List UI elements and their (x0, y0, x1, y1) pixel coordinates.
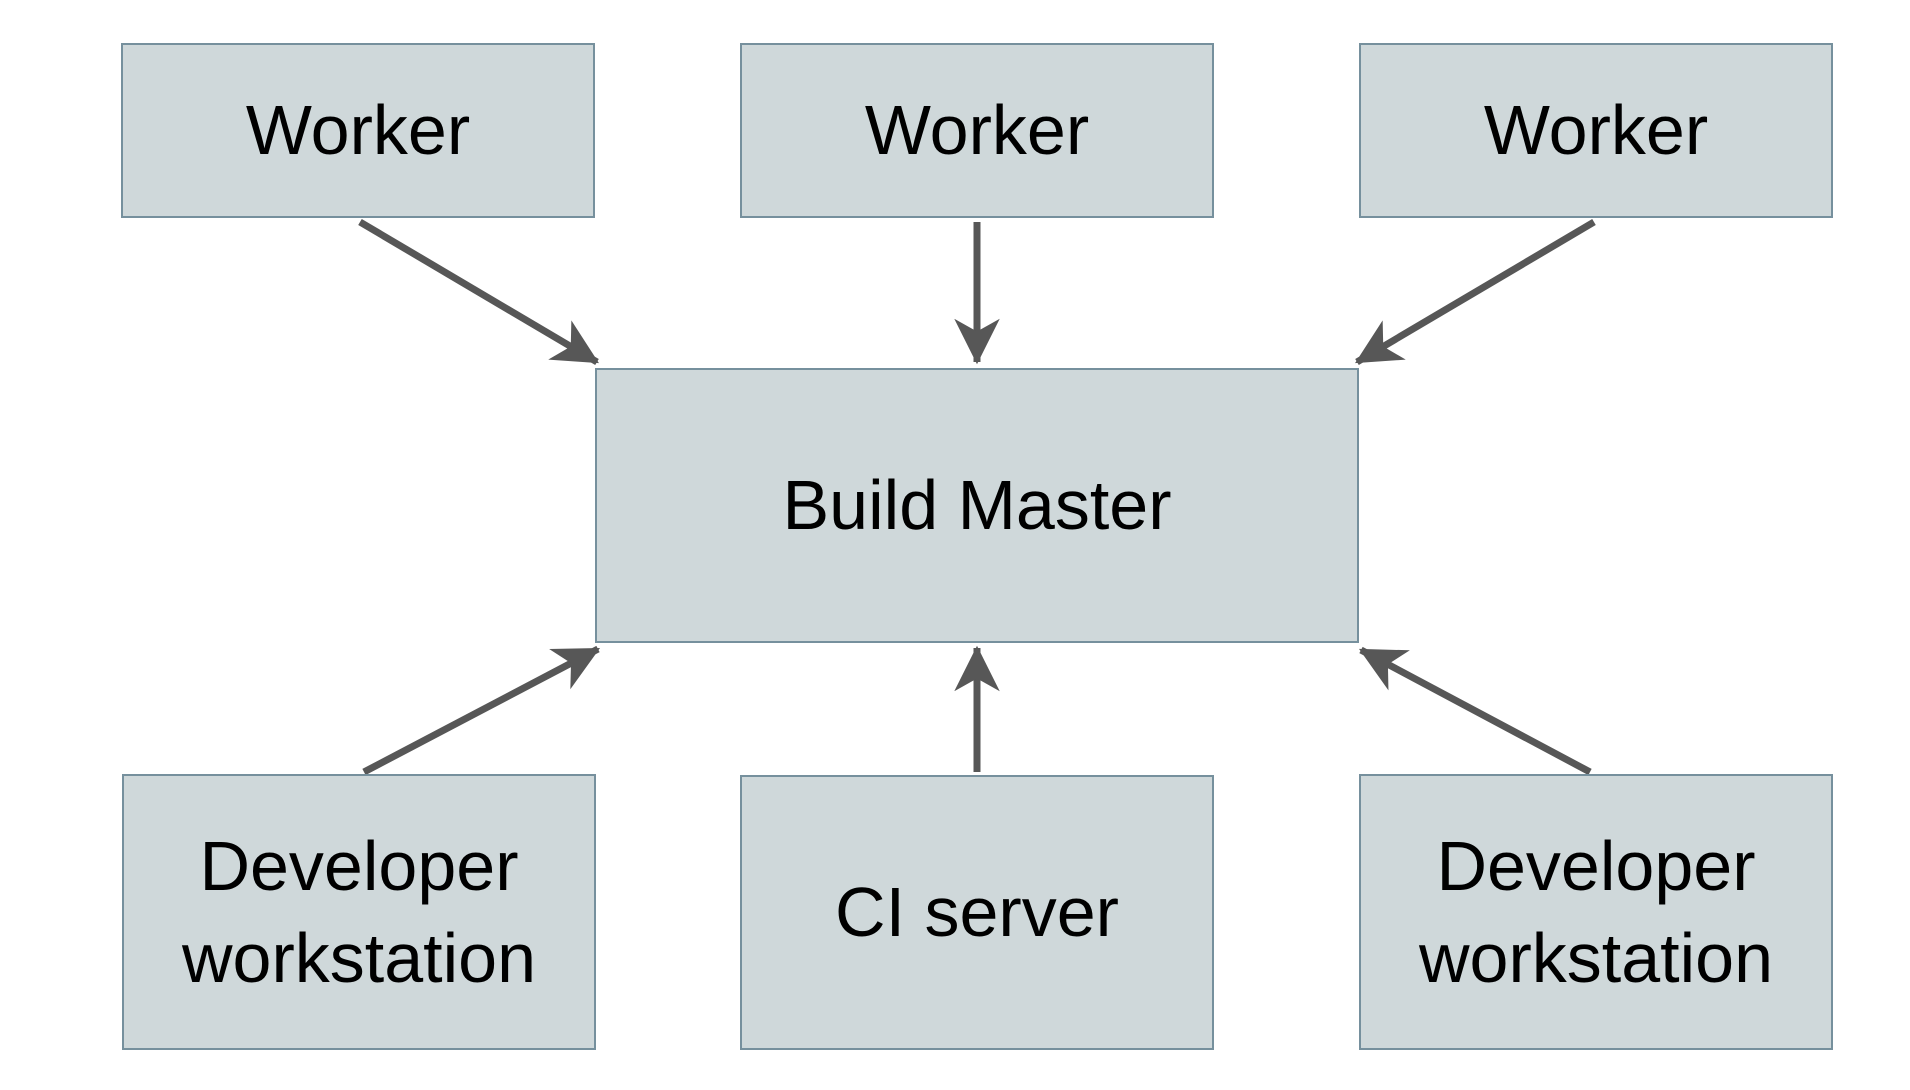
node-label: Worker (864, 91, 1090, 170)
node-ci-server: CI server (740, 775, 1214, 1050)
node-label: Developer workstation (181, 826, 537, 997)
node-worker-top-left: Worker (121, 43, 595, 218)
arrow-developer-workstation-right-to-build-master (1358, 646, 1592, 776)
node-developer-workstation-left: Developer workstation (122, 774, 596, 1050)
node-developer-workstation-right: Developer workstation (1359, 774, 1833, 1050)
arrow-worker-top-right-to-build-master (1355, 218, 1596, 366)
node-label: Worker (1483, 91, 1709, 170)
node-worker-top-right: Worker (1359, 43, 1833, 218)
node-label: CI server (835, 873, 1119, 952)
arrow-developer-workstation-left-to-build-master (362, 645, 601, 776)
arrow-worker-top-left-to-build-master (358, 218, 599, 366)
node-build-master: Build Master (595, 368, 1359, 643)
node-label: Worker (245, 91, 471, 170)
node-label: Developer workstation (1418, 826, 1774, 997)
node-label: Build Master (782, 466, 1172, 545)
node-worker-top-center: Worker (740, 43, 1214, 218)
